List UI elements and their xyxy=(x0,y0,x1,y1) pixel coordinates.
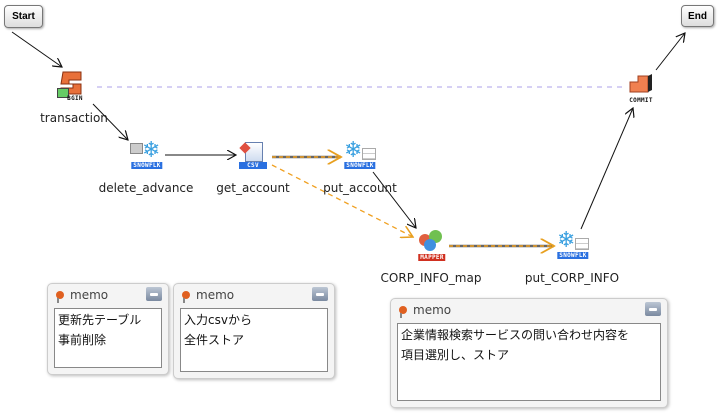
memo-title: memo xyxy=(413,303,452,317)
edge-put-map xyxy=(372,171,416,228)
memo-title: memo xyxy=(196,288,235,302)
memo-note[interactable]: memo 更新先テーブル事前削除 xyxy=(47,283,169,375)
pin-icon xyxy=(56,291,64,303)
commit-node[interactable]: COMMIT xyxy=(624,70,658,106)
node-label: transaction xyxy=(40,111,108,125)
edge-transaction-delete xyxy=(92,103,128,140)
node-badge: MAPPER xyxy=(418,254,446,261)
put-corp-info-node[interactable]: ❄ SNOWFLK xyxy=(555,230,591,260)
edge-commit-end xyxy=(655,33,685,71)
pin-icon xyxy=(399,306,407,318)
node-label: CORP_INFO_map xyxy=(380,271,482,285)
snowflake-icon: ❄ xyxy=(142,138,161,163)
memo-line: 項目選別し、ストア xyxy=(401,348,510,362)
snowflake-icon: ❄ xyxy=(344,138,363,163)
edge-start-transaction xyxy=(11,31,62,67)
edge-putcorp-commit xyxy=(580,108,633,230)
memo-line: 入力csvから xyxy=(184,313,252,327)
minimize-button[interactable] xyxy=(312,287,328,301)
sql-icon xyxy=(130,143,143,154)
put-account-node[interactable]: ❄ SNOWFLK xyxy=(342,140,378,170)
node-badge: SNOWFLK xyxy=(557,252,589,259)
edge-get-map xyxy=(271,164,413,237)
delete-advance-node[interactable]: ❄ SNOWFLK xyxy=(130,140,164,170)
snowflake-icon: ❄ xyxy=(557,228,576,253)
minimize-button[interactable] xyxy=(645,302,661,316)
transaction-node[interactable]: BGIN xyxy=(57,70,87,104)
table-icon xyxy=(362,148,376,160)
end-node[interactable]: End xyxy=(681,5,714,27)
memo-text[interactable]: 更新先テーブル事前削除 xyxy=(54,308,162,368)
table-icon xyxy=(575,238,589,250)
memo-line: 更新先テーブル xyxy=(58,313,142,327)
corp-info-map-node[interactable]: MAPPER xyxy=(416,228,450,262)
node-badge: CSV xyxy=(239,162,267,169)
memo-text[interactable]: 企業情報検索サービスの問い合わせ内容を項目選別し、ストア xyxy=(397,323,661,401)
get-account-node[interactable]: CSV xyxy=(236,140,270,170)
node-label: put_CORP_INFO xyxy=(524,271,620,285)
memo-line: 全件ストア xyxy=(184,333,245,347)
node-badge: BGIN xyxy=(67,95,83,102)
node-label: delete_advance xyxy=(98,181,194,195)
node-label: get_account xyxy=(216,181,290,195)
memo-title: memo xyxy=(70,288,109,302)
memo-line: 事前削除 xyxy=(58,333,107,347)
pin-icon xyxy=(182,291,190,303)
monitor-icon xyxy=(57,88,69,98)
start-node[interactable]: Start xyxy=(4,5,43,28)
node-badge: SNOWFLK xyxy=(344,162,376,169)
node-label: put_account xyxy=(323,181,397,195)
node-badge: SNOWFLK xyxy=(131,162,163,169)
memo-note[interactable]: memo 企業情報検索サービスの問い合わせ内容を項目選別し、ストア xyxy=(390,298,668,408)
commit-icon xyxy=(629,74,652,93)
memo-line: 企業情報検索サービスの問い合わせ内容を xyxy=(401,328,630,342)
minimize-button[interactable] xyxy=(146,287,162,301)
memo-note[interactable]: memo 入力csvから全件ストア xyxy=(173,283,335,379)
memo-text[interactable]: 入力csvから全件ストア xyxy=(180,308,328,372)
node-badge: COMMIT xyxy=(629,97,653,104)
